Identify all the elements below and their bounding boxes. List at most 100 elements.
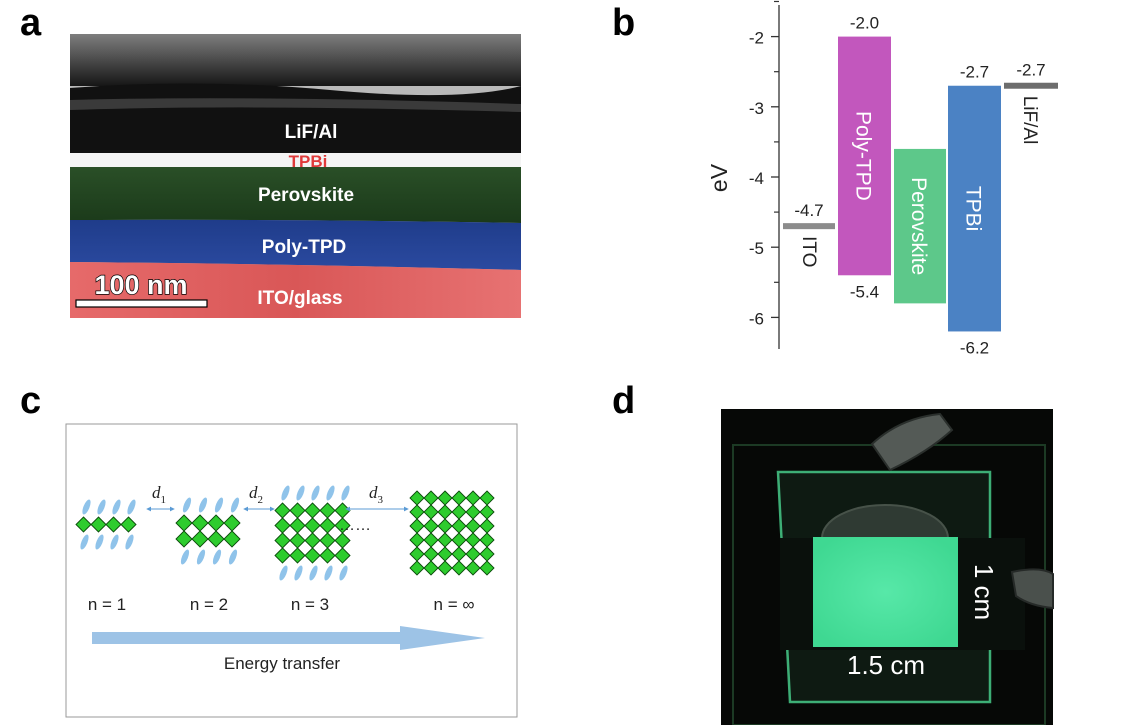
energy-transfer-arrow: [92, 626, 485, 650]
y-tick-label: -2: [749, 29, 764, 48]
level-bar-label: Poly-TPD: [852, 111, 875, 201]
level-top-value: -2.0: [850, 14, 879, 33]
panel-label-c: c: [20, 380, 42, 422]
organic-ligand: [82, 499, 91, 515]
probe-right: [1010, 568, 1054, 610]
y-tick-label: -3: [749, 99, 764, 118]
n-label-3: n = 3: [291, 595, 329, 614]
panel-b-energy-diagram: eV -2-3-4-5-6-4.7ITOPoly-TPD-2.0-5.4Pero…: [706, 0, 1058, 357]
organic-ligand: [326, 485, 335, 501]
height-dimension-label: 1 cm: [969, 564, 999, 620]
octahedron: [191, 530, 209, 548]
panel-a-cross-section: LiF/Al TPBi Perovskite Poly-TPD ITO/glas…: [70, 34, 521, 318]
panel-label-b: b: [612, 2, 636, 44]
octahedron: [274, 547, 291, 564]
width-dimension-label: 1.5 cm: [847, 650, 925, 680]
octahedron: [120, 516, 137, 533]
panel-label-d: d: [612, 380, 636, 422]
organic-ligand: [97, 499, 106, 515]
organic-ligand: [125, 534, 134, 550]
level-value: -2.7: [1016, 61, 1045, 80]
layer-label-poly-tpd: Poly-TPD: [262, 237, 346, 258]
y-axis-label: eV: [706, 163, 732, 192]
organic-ligand: [311, 485, 320, 501]
emitting-area: [813, 537, 958, 647]
perovskite-layer: [70, 167, 521, 223]
octahedron: [423, 560, 439, 576]
octahedron: [334, 547, 351, 564]
y-tick-label: -4: [749, 169, 764, 188]
n-label-2: n = 2: [190, 595, 228, 614]
octahedron: [90, 516, 107, 533]
octahedron: [175, 530, 193, 548]
layer-label-lif-al: LiF/Al: [285, 122, 338, 143]
organic-ligand: [230, 497, 240, 513]
octahedron: [289, 547, 306, 564]
tem-top-region: [70, 34, 521, 86]
organic-ligand: [198, 497, 208, 513]
layer-label-perovskite: Perovskite: [258, 185, 354, 206]
organic-ligand: [95, 534, 104, 550]
octahedron: [304, 547, 321, 564]
organic-ligand: [110, 534, 119, 550]
octahedron: [223, 530, 241, 548]
octahedron: [409, 560, 425, 576]
level-line-lif-al: [1004, 82, 1058, 89]
organic-ligand: [214, 497, 224, 513]
octahedron: [437, 560, 453, 576]
distance-label-d2: d2: [249, 483, 263, 506]
organic-ligand: [296, 485, 305, 501]
level-bottom-value: -6.2: [960, 338, 989, 357]
level-bar-label: TPBi: [962, 186, 985, 232]
level-bar-tpbi: [948, 85, 1001, 332]
organic-ligand: [180, 549, 190, 565]
organic-ligand: [281, 485, 290, 501]
organic-ligand: [324, 565, 333, 581]
organic-ligand: [279, 565, 288, 581]
layer-label-ito-glass: ITO/glass: [257, 288, 342, 309]
organic-ligand: [228, 549, 238, 565]
octahedron: [207, 530, 225, 548]
panel-c-schematic: d1 d2 d3 …… n = 1 n = 2 n = 3 n = ∞ Ener…: [65, 423, 518, 718]
n-label-infinity: n = ∞: [434, 595, 475, 614]
poly-tpd-layer: [70, 219, 521, 270]
organic-ligand: [196, 549, 206, 565]
y-tick-label: -6: [749, 309, 764, 328]
probe-top: [870, 412, 954, 472]
organic-ligand: [309, 565, 318, 581]
octahedron: [75, 516, 92, 533]
organic-ligand: [112, 499, 121, 515]
organic-ligand: [80, 534, 89, 550]
scale-bar-label: 100 nm: [94, 270, 187, 300]
organic-ligand: [341, 485, 350, 501]
ellipsis: ……: [339, 517, 371, 534]
level-bar-poly-tpd: [838, 36, 891, 276]
panel-d-device-photo: 1 cm 1.5 cm: [721, 409, 1054, 725]
octahedron: [105, 516, 122, 533]
level-bar-perovskite: [894, 148, 946, 304]
panel-label-a: a: [20, 2, 42, 44]
organic-ligand: [127, 499, 136, 515]
scale-bar: [75, 299, 208, 308]
n-label-1: n = 1: [88, 595, 126, 614]
layer-label-tpbi: TPBi: [289, 152, 328, 171]
level-line-ito: [783, 223, 835, 230]
octahedron: [319, 547, 336, 564]
level-line-label: LiF/Al: [1019, 96, 1040, 145]
y-tick-label: -5: [749, 239, 764, 258]
level-value: -4.7: [794, 201, 823, 220]
level-line-label: ITO: [798, 236, 819, 267]
distance-label-d1: d1: [152, 483, 166, 506]
octahedron: [465, 560, 481, 576]
octahedron: [479, 560, 495, 576]
distance-label-d3: d3: [369, 483, 384, 506]
level-top-value: -2.7: [960, 63, 989, 82]
level-bar-label: Perovskite: [907, 177, 930, 275]
octahedron: [451, 560, 467, 576]
organic-ligand: [182, 497, 192, 513]
organic-ligand: [294, 565, 303, 581]
organic-ligand: [339, 565, 348, 581]
tpbi-layer: [70, 153, 521, 167]
energy-transfer-label: Energy transfer: [224, 654, 341, 673]
